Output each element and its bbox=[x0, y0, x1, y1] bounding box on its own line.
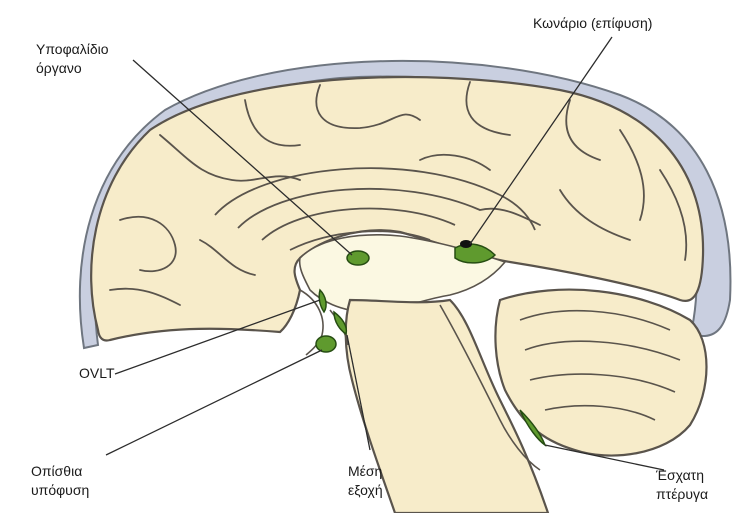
label-ovlt-text: OVLT bbox=[79, 364, 115, 383]
label-pineal-text: Κωνάριο (επίφυση) bbox=[533, 14, 652, 33]
label-subfornical-organ: Υποφαλίδιο όργανο bbox=[36, 40, 109, 78]
label-median-eminence: Μέση εξοχή bbox=[348, 462, 383, 500]
label-pineal-gland: Κωνάριο (επίφυση) bbox=[533, 14, 652, 33]
posterior-pituitary-organ bbox=[316, 336, 336, 352]
label-subfornical-line2: όργανο bbox=[36, 59, 109, 78]
label-area-postrema: Έσχατη πτέρυγα bbox=[656, 466, 708, 504]
label-median-eminence-line2: εξοχή bbox=[348, 481, 383, 500]
median-eminence-organ bbox=[334, 312, 346, 334]
label-median-eminence-line1: Μέση bbox=[348, 462, 383, 481]
label-area-postrema-line1: Έσχατη bbox=[656, 466, 708, 485]
label-posterior-pituitary-line2: υπόφυση bbox=[31, 481, 89, 500]
label-area-postrema-line2: πτέρυγα bbox=[656, 485, 708, 504]
label-posterior-pituitary: Οπίσθια υπόφυση bbox=[31, 462, 89, 500]
cerebellum bbox=[495, 290, 706, 456]
label-posterior-pituitary-line1: Οπίσθια bbox=[31, 462, 89, 481]
label-ovlt: OVLT bbox=[79, 364, 115, 383]
label-subfornical-line1: Υποφαλίδιο bbox=[36, 40, 109, 59]
